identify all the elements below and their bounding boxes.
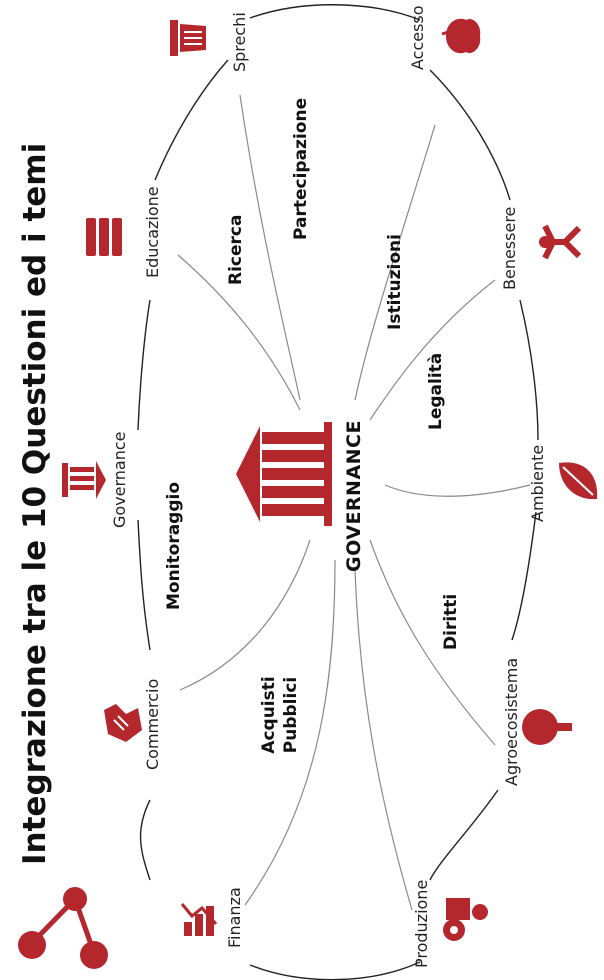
theme-accesso: Accesso xyxy=(408,5,427,70)
theme-commercio: Commercio xyxy=(143,678,162,770)
governance-temple-icon xyxy=(236,422,332,526)
network-icon xyxy=(18,887,108,969)
finance-chart-icon xyxy=(180,903,218,936)
question-legalita: Legalità xyxy=(426,352,446,430)
theme-finanza: Finanza xyxy=(225,887,244,948)
temple-icon xyxy=(62,461,106,499)
question-monitoraggio: Monitoraggio xyxy=(164,481,184,610)
outer-ring xyxy=(137,4,539,980)
question-acquisti-line1: Acquisti xyxy=(259,676,279,754)
question-partecipazione: Partecipazione xyxy=(291,97,311,240)
connectors xyxy=(177,94,531,911)
person-icon xyxy=(539,224,582,260)
theme-produzione: Produzione xyxy=(412,879,431,968)
handshake-icon xyxy=(104,704,142,742)
trash-bin-icon xyxy=(170,20,206,56)
question-acquisti-line2: Pubblici xyxy=(281,676,301,754)
leaf-icon xyxy=(559,462,598,500)
center-label-governance: GOVERNANCE xyxy=(343,420,365,572)
tree-icon xyxy=(522,709,572,745)
theme-governance: Governance xyxy=(110,431,129,528)
theme-educazione: Educazione xyxy=(143,186,162,278)
diagram-title: Integrazione tra le 10 Questioni ed i te… xyxy=(17,142,53,865)
question-ricerca: Ricerca xyxy=(226,214,246,285)
theme-ambiente: Ambiente xyxy=(528,444,547,522)
theme-sprechi: Sprechi xyxy=(230,12,249,72)
theme-benessere: Benessere xyxy=(500,206,519,290)
apple-icon xyxy=(441,18,481,54)
question-istituzioni: Istituzioni xyxy=(385,234,405,330)
question-acquisti-pubblici: Acquisti Pubblici xyxy=(258,660,302,770)
theme-agroecosistema: Agroecosistema xyxy=(502,657,521,786)
books-icon xyxy=(86,218,122,256)
question-diritti: Diritti xyxy=(441,593,461,650)
tractor-icon xyxy=(443,898,488,941)
